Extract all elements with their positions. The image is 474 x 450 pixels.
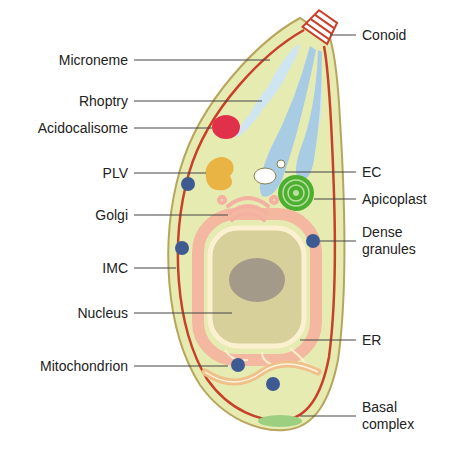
basal-complex [258,415,302,427]
ec [254,160,285,184]
apicoplast [278,175,314,211]
part-label: Rhoptry [79,93,128,110]
part-label: Nucleus [77,305,128,322]
er [198,214,316,360]
cell-body [168,18,344,430]
part-label: Dense granules [362,224,442,258]
golgi [219,197,277,220]
part-label: Golgi [95,207,128,224]
part-label: Conoid [362,27,406,44]
mitochondrion [205,364,318,382]
part-label: IMC [102,260,128,277]
dense-granules [175,177,320,391]
plv [206,157,234,190]
part-label: ER [362,332,381,349]
conoid-symbol [303,8,341,44]
imc-membrane [178,30,335,420]
nucleolus [229,258,285,302]
acidocalcisome [212,115,240,139]
part-label: Apicoplast [362,191,427,208]
part-label: Microneme [59,52,128,69]
part-label: Acidocalisome [38,120,128,137]
part-label: Mitochondrion [40,358,128,375]
leader-lines [134,35,356,416]
mitochondrion-inner [205,364,318,382]
part-label: PLV [103,165,128,182]
part-label: EC [362,164,381,181]
part-label: Basal complex [362,399,442,433]
nucleus [210,228,304,346]
